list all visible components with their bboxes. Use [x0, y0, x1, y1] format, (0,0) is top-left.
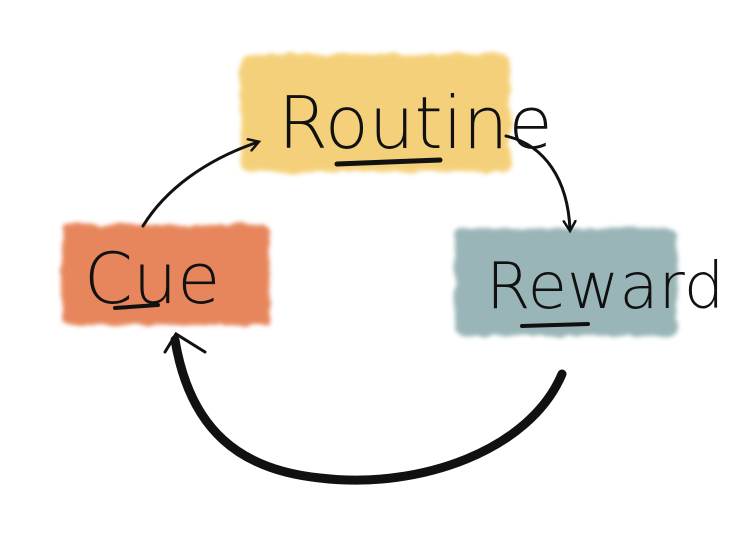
cue-underline: [113, 303, 160, 310]
routine-underline: [334, 157, 443, 167]
node-routine: Routine: [240, 54, 553, 172]
reward-label: Reward: [486, 250, 724, 324]
node-reward: Reward: [455, 228, 724, 336]
cue-label: Cue: [84, 238, 220, 320]
routine-box: [240, 54, 510, 172]
arrow-cue-to-routine: [141, 142, 258, 228]
routine-label: Routine: [278, 81, 553, 165]
cue-box: [62, 225, 270, 325]
node-cue: Cue: [62, 225, 270, 325]
arrow-routine-to-reward: [504, 134, 570, 230]
arrow-reward-to-cue: [170, 335, 567, 485]
reward-underline: [520, 322, 590, 328]
reward-box: [455, 228, 677, 336]
arrowhead-cue: [163, 331, 207, 354]
